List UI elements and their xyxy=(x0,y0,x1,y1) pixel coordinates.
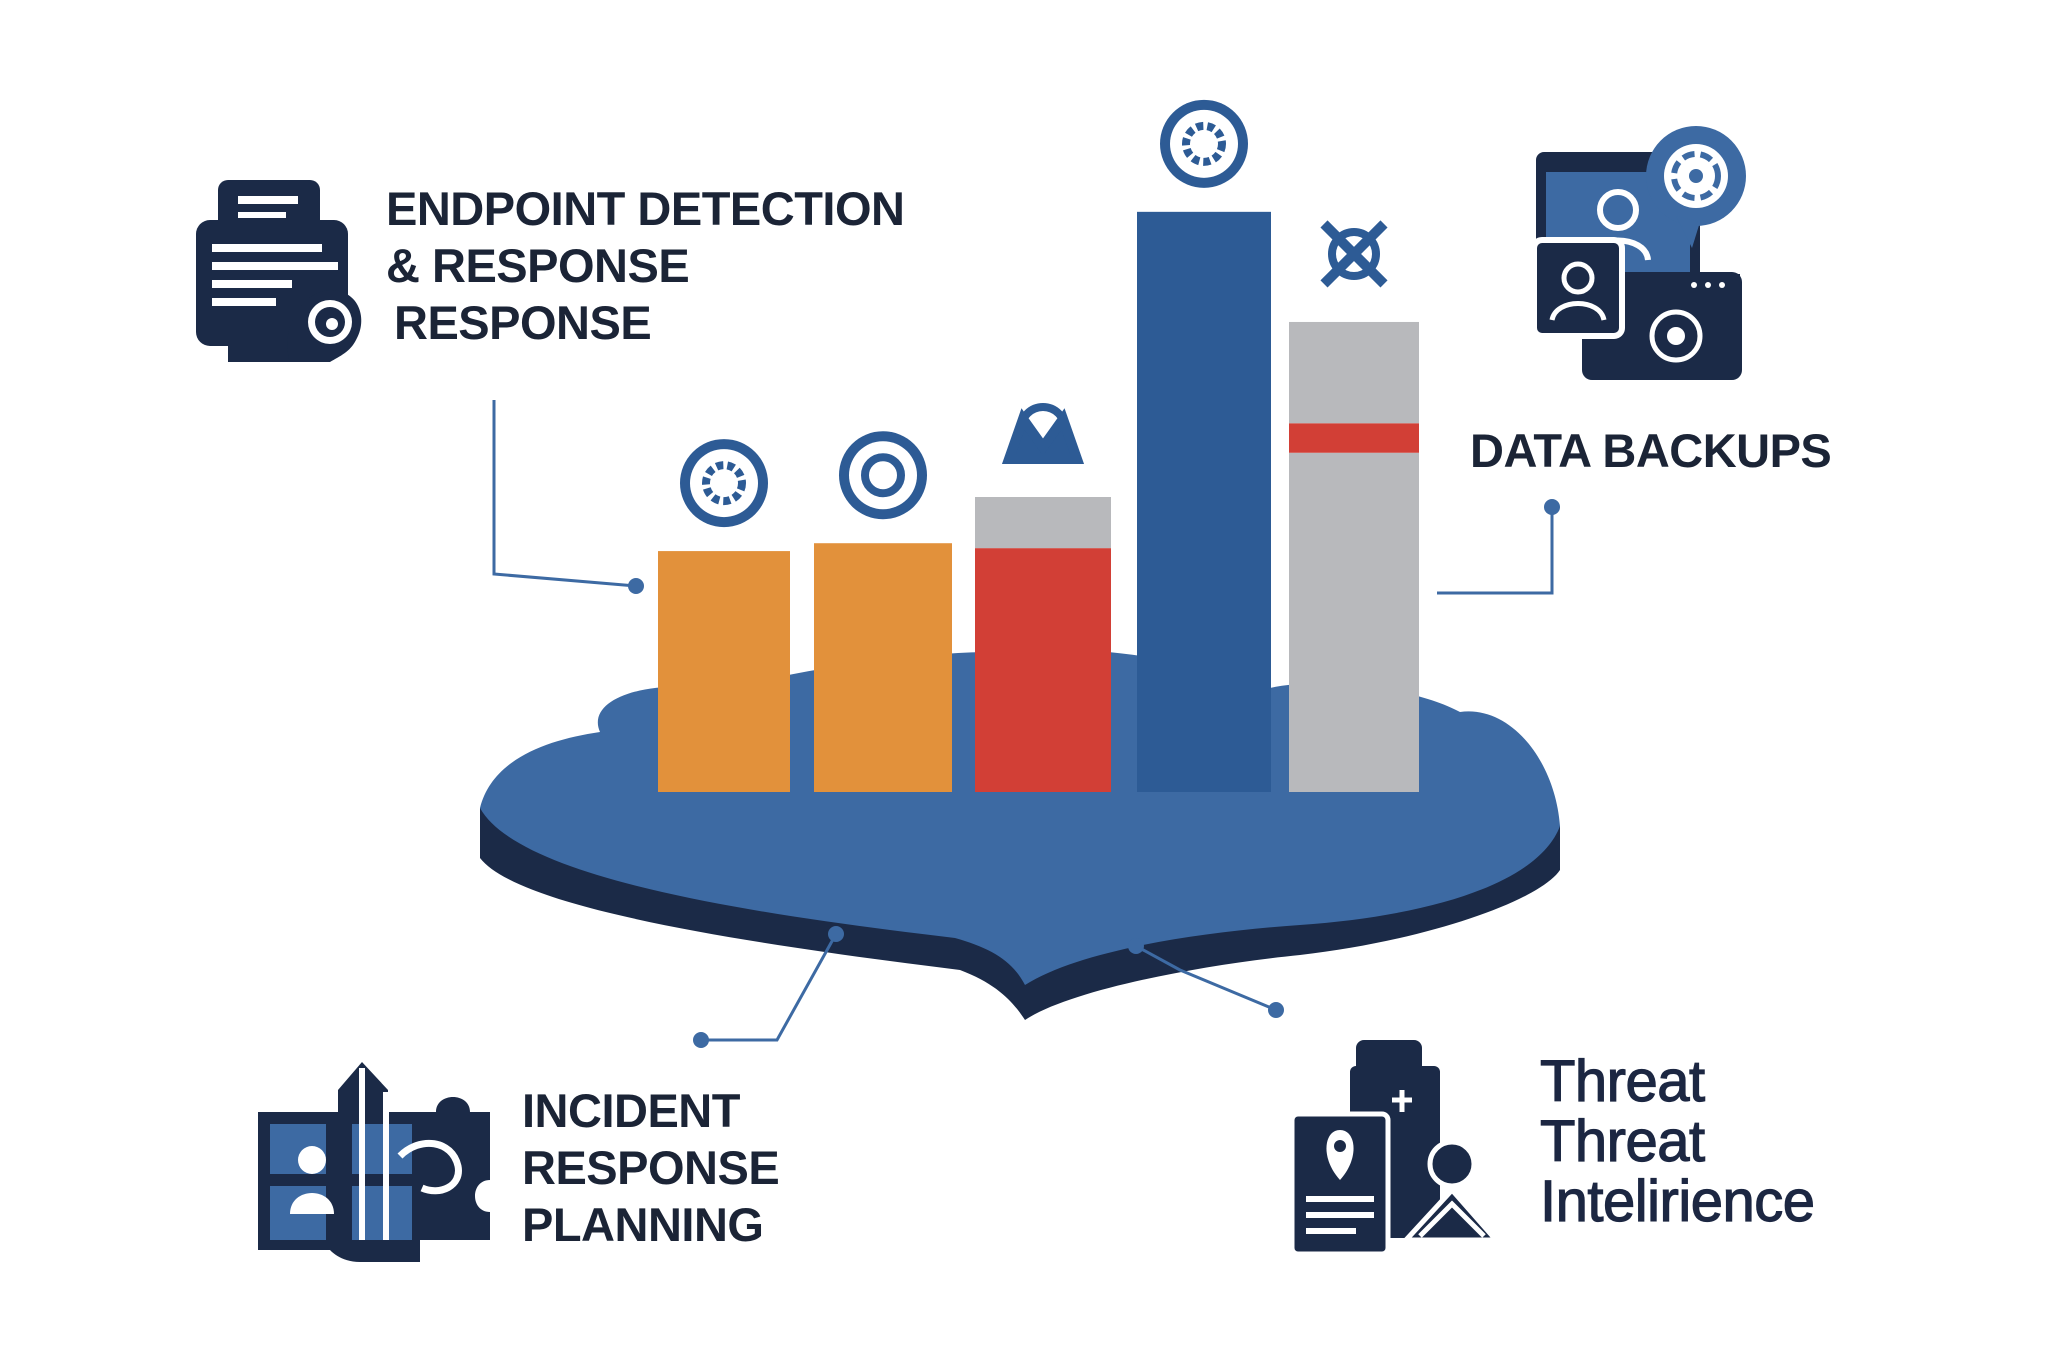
incident-response-icon xyxy=(258,1062,490,1262)
bar-1-segment-1 xyxy=(658,551,790,792)
bar-1 xyxy=(658,551,790,792)
connector-edr xyxy=(492,400,637,588)
connector-dot xyxy=(693,1032,709,1048)
wrench-cross-icon xyxy=(1320,220,1388,288)
label-line: & RESPONSE xyxy=(386,239,690,292)
label-line: Intelirience xyxy=(1539,1169,1815,1234)
label-line: INCIDENT xyxy=(522,1084,740,1137)
bar-3-segment-1 xyxy=(975,548,1111,792)
bar-3-segment-2 xyxy=(975,497,1111,549)
bar-5-segment-3 xyxy=(1289,321,1419,424)
label-line: Threat xyxy=(1539,1109,1705,1174)
bar-4-segment-1 xyxy=(1137,211,1271,793)
bar-4 xyxy=(1137,211,1271,793)
label-line: RESPONSE xyxy=(522,1141,780,1194)
gear-icon xyxy=(680,439,768,528)
bar-2-segment-1 xyxy=(814,543,952,792)
bar-3 xyxy=(975,497,1111,792)
data-backups-icon xyxy=(1531,126,1746,380)
bar-2 xyxy=(814,543,952,792)
cloud-network-icon xyxy=(839,431,927,520)
robot-shield-icon xyxy=(1001,403,1085,464)
label-threat-intelligence: Threat Threat Intelirience xyxy=(1539,1049,1815,1234)
bar-5-segment-2 xyxy=(1289,423,1419,453)
endpoint-detection-icon xyxy=(196,180,362,362)
bar-5 xyxy=(1289,321,1419,792)
label-incident-response: INCIDENT RESPONSE PLANNING xyxy=(522,1082,780,1253)
label-data-backups: DATA BACKUPS xyxy=(1470,422,1832,479)
connector-threat xyxy=(1135,944,1277,1012)
connectors xyxy=(492,400,1560,1048)
gear-tools-icon xyxy=(1160,99,1248,188)
connector-dot xyxy=(1544,499,1560,515)
threat-intelligence-icon xyxy=(1289,1040,1502,1257)
label-line: Threat xyxy=(1539,1049,1705,1114)
connector-dot xyxy=(1268,1002,1284,1018)
connector-dot xyxy=(828,926,844,942)
bar-5-segment-1 xyxy=(1289,452,1419,792)
connector-backups xyxy=(1437,507,1554,595)
connector-irp xyxy=(701,933,838,1042)
connector-dot xyxy=(1128,938,1144,954)
label-line: RESPONSE xyxy=(394,296,652,349)
connector-dot xyxy=(628,578,644,594)
label-line: DATA BACKUPS xyxy=(1470,424,1832,477)
label-line: ENDPOINT DETECTION xyxy=(386,182,905,235)
bar-group xyxy=(658,211,1419,793)
label-line: PLANNING xyxy=(522,1198,764,1251)
bar-icon-group xyxy=(680,99,1388,528)
label-endpoint-detection: ENDPOINT DETECTION & RESPONSE RESPONSE xyxy=(386,180,905,351)
